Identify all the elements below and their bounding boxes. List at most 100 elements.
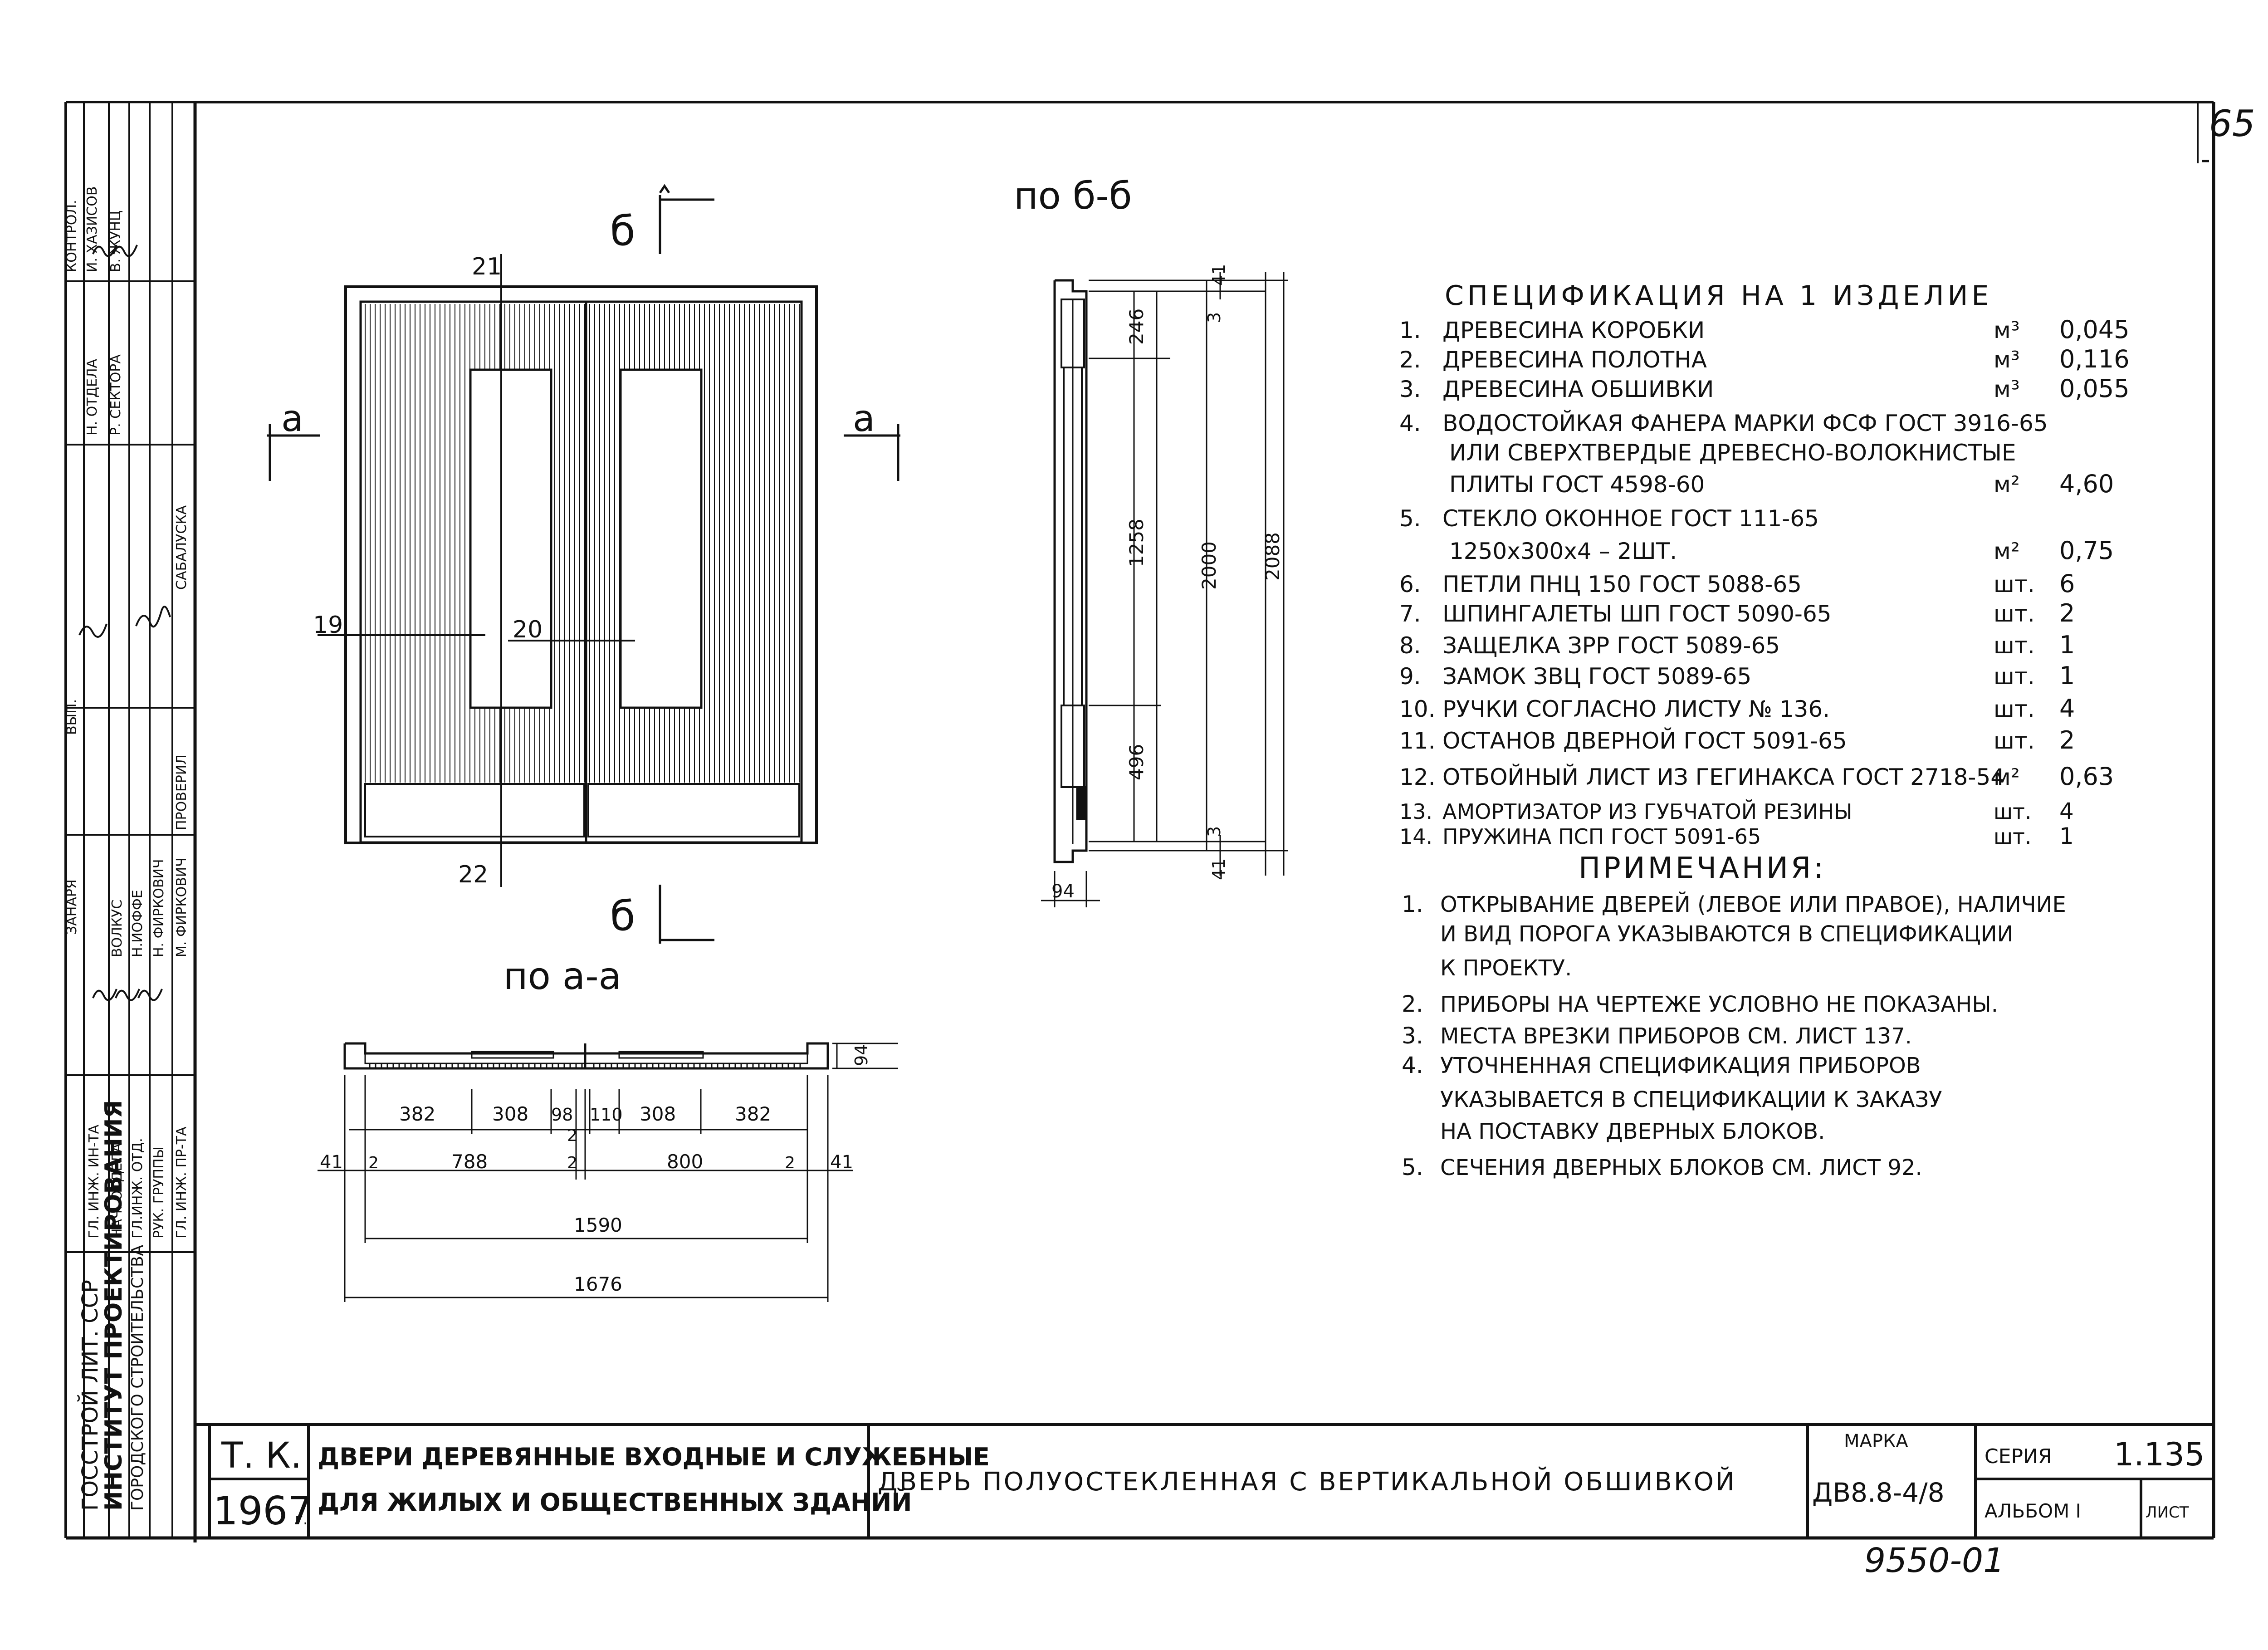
spec-row-text: ПЕТЛИ ПНЦ 150 ГОСТ 5088-65 (1442, 571, 1802, 597)
section-a-dim-788: 788 (451, 1151, 488, 1173)
page-number: 65 (2209, 103, 2255, 145)
spec-row-number: 14. (1399, 824, 1432, 849)
spec-row-number: 9. (1399, 663, 1421, 690)
spec-row-unit: м² (1994, 471, 2020, 498)
section-a-dim-2-right: 2 (785, 1154, 795, 1172)
spec-row-unit: шт. (1994, 728, 2035, 754)
spec-row-text: ОТБОЙНЫЙ ЛИСТ ИЗ ГЕГИНАКСА ГОСТ 2718-54 (1442, 764, 2005, 790)
section-b-profile (1053, 279, 1088, 863)
spec-row-number: 11. (1399, 728, 1436, 754)
spec-row-qty: 0,75 (2059, 536, 2114, 565)
kick-plate-right (587, 783, 800, 837)
spec-row-qty: 1 (2059, 661, 2075, 690)
spec-row-number: 6. (1399, 571, 1421, 597)
stamp-name-4: М. ФИРКОВИЧ (174, 857, 190, 957)
spec-row-unit: м³ (1994, 347, 2020, 373)
spec-row-text: ШПИНГАЛЕТЫ ШП ГОСТ 5090-65 (1442, 601, 1832, 627)
spec-row-number: 2. (1399, 347, 1421, 373)
section-b-title: по б-б (1014, 175, 1132, 218)
section-b-dim-2000: 2000 (1198, 541, 1220, 590)
section-b-dim-246: 246 (1125, 308, 1148, 345)
stamp-org-line3: ГОРОДСКОГО СТРОИТЕЛЬСТВА (128, 1244, 147, 1511)
spec-row-unit: м² (1994, 764, 2020, 790)
spec-row-qty: 1 (2059, 823, 2074, 849)
section-b-dim-3-bottom: 3 (1204, 826, 1224, 837)
title-marka-value: ДВ8.8-4/8 (1812, 1477, 1945, 1508)
spec-row-unit: шт. (1994, 824, 2032, 849)
spec-row-qty: 4,60 (2059, 470, 2114, 498)
section-b-dim-94: 94 (1051, 881, 1075, 902)
notes-list: 1. ОТКРЫВАНИЕ ДВЕРЕЙ (ЛЕВОЕ ИЛИ ПРАВОЕ), … (1402, 891, 2066, 1180)
section-b-dim-2088: 2088 (1261, 532, 1284, 581)
note-text: ОТКРЫВАНИЕ ДВЕРЕЙ (ЛЕВОЕ ИЛИ ПРАВОЕ), НА… (1440, 891, 2066, 917)
callout-20: 20 (513, 616, 543, 643)
section-a-dim-110: 110 (590, 1105, 623, 1125)
spec-row-text: 1250х300х4 – 2ШТ. (1449, 538, 1677, 564)
section-a-dim-308-right: 308 (640, 1103, 676, 1125)
spec-row-unit: шт. (1994, 696, 2035, 722)
section-b-dim-41-bottom: 41 (1209, 858, 1229, 880)
glass-pane-right (619, 368, 703, 709)
section-a-dimensions (318, 1075, 853, 1302)
spec-row-number: 5. (1399, 505, 1421, 532)
spec-row-text: ДРЕВЕСИНА ОБШИВКИ (1442, 376, 1714, 402)
note-text: НА ПОСТАВКУ ДВЕРНЫХ БЛОКОВ. (1440, 1119, 1825, 1144)
section-a-dim-2-left: 2 (368, 1154, 379, 1172)
spec-row-text: ДРЕВЕСИНА КОРОБКИ (1442, 317, 1705, 343)
spec-row-number: 3. (1399, 376, 1421, 402)
sheet-frame (64, 101, 2215, 1542)
cut-mark-a (267, 424, 900, 481)
spec-row-unit: м² (1994, 538, 2020, 564)
section-a-dim-382-left: 382 (399, 1103, 435, 1125)
spec-row-text: ПРУЖИНА ПСП ГОСТ 5091-65 (1442, 824, 1761, 849)
stamp-name-3: Н. ФИРКОВИЧ (151, 859, 167, 958)
title-year-suffix: г. (295, 1510, 308, 1528)
spec-row-text: ОСТАНОВ ДВЕРНОЙ ГОСТ 5091-65 (1442, 727, 1847, 754)
stamp-role-1: ГЛ. ИНЖ. ИН-ТА (86, 1125, 102, 1239)
note-text: ПРИБОРЫ НА ЧЕРТЕЖЕ УСЛОВНО НЕ ПОКАЗАНЫ. (1440, 992, 1998, 1017)
title-list-label: ЛИСТ (2146, 1503, 2189, 1522)
spec-row-text: ВОДОСТОЙКАЯ ФАНЕРА МАРКИ ФСФ ГОСТ 3916-6… (1442, 410, 2048, 436)
spec-row-number: 10. (1399, 696, 1436, 722)
section-a-dim-2-center: 2 (567, 1154, 577, 1172)
stamp-role-col-1: ЗАНАРЯ (64, 879, 80, 935)
title-seria-value: 1.135 (2114, 1436, 2204, 1473)
spec-row-qty: 0,63 (2059, 762, 2114, 791)
spec-row-unit: м³ (1994, 376, 2020, 402)
section-b-dim-1258: 1258 (1125, 519, 1148, 567)
callout-19: 19 (313, 612, 343, 639)
stamp-top-role-2: Р. СЕКТОРА (108, 354, 124, 436)
stamp-top-name-1: И. ХАЗИСОВ (84, 186, 100, 272)
section-a-dim-41-right: 41 (830, 1152, 853, 1173)
spec-row-number: 7. (1399, 601, 1421, 627)
section-b-dim-3-top: 3 (1204, 312, 1224, 323)
section-b-dim-41-top: 41 (1209, 264, 1229, 286)
stamp-name-2: Н.ИОФФЕ (130, 890, 146, 957)
note-text: УКАЗЫВАЕТСЯ В СПЕЦИФИКАЦИИ К ЗАКАЗУ (1440, 1087, 1942, 1112)
glass-pane-left (469, 368, 552, 709)
spec-row-unit: м³ (1994, 317, 2020, 343)
title-album-label: АЛЬБОМ I (1984, 1500, 2081, 1522)
cut-mark-a-right-label: а (853, 397, 875, 440)
section-a-title: по а-а (503, 955, 621, 998)
title-year: 1967 (213, 1488, 313, 1534)
stamp-org-line1: ГОССТРОЙ ЛИТ. ССР (77, 1280, 103, 1511)
note-text: И ВИД ПОРОГА УКАЗЫВАЮТСЯ В СПЕЦИФИКАЦИИ (1440, 921, 2014, 947)
stamp-top-name-2: В. ЖУНЦ (108, 211, 124, 272)
stamp-role-2: НАЧ. ОТДЕЛА (109, 1143, 125, 1239)
title-block (195, 1423, 2214, 1538)
section-b-dim-496: 496 (1125, 744, 1148, 780)
door-elevation (318, 254, 818, 887)
spec-row-qty: 0,055 (2059, 374, 2130, 403)
spec-row-unit: шт. (1994, 571, 2035, 597)
note-number: 1. (1402, 891, 1423, 917)
section-a-dim-1590: 1590 (574, 1214, 622, 1236)
note-text: МЕСТА ВРЕЗКИ ПРИБОРОВ СМ. ЛИСТ 137. (1440, 1023, 1912, 1049)
spec-row-qty: 2 (2059, 726, 2075, 754)
spec-row-qty: 0,116 (2059, 345, 2130, 373)
spec-row-unit: шт. (1994, 601, 2035, 627)
callout-21: 21 (472, 253, 502, 280)
kick-plate-left (364, 783, 585, 837)
spec-title: СПЕЦИФИКАЦИЯ НА 1 ИЗДЕЛИЕ (1445, 280, 1992, 312)
